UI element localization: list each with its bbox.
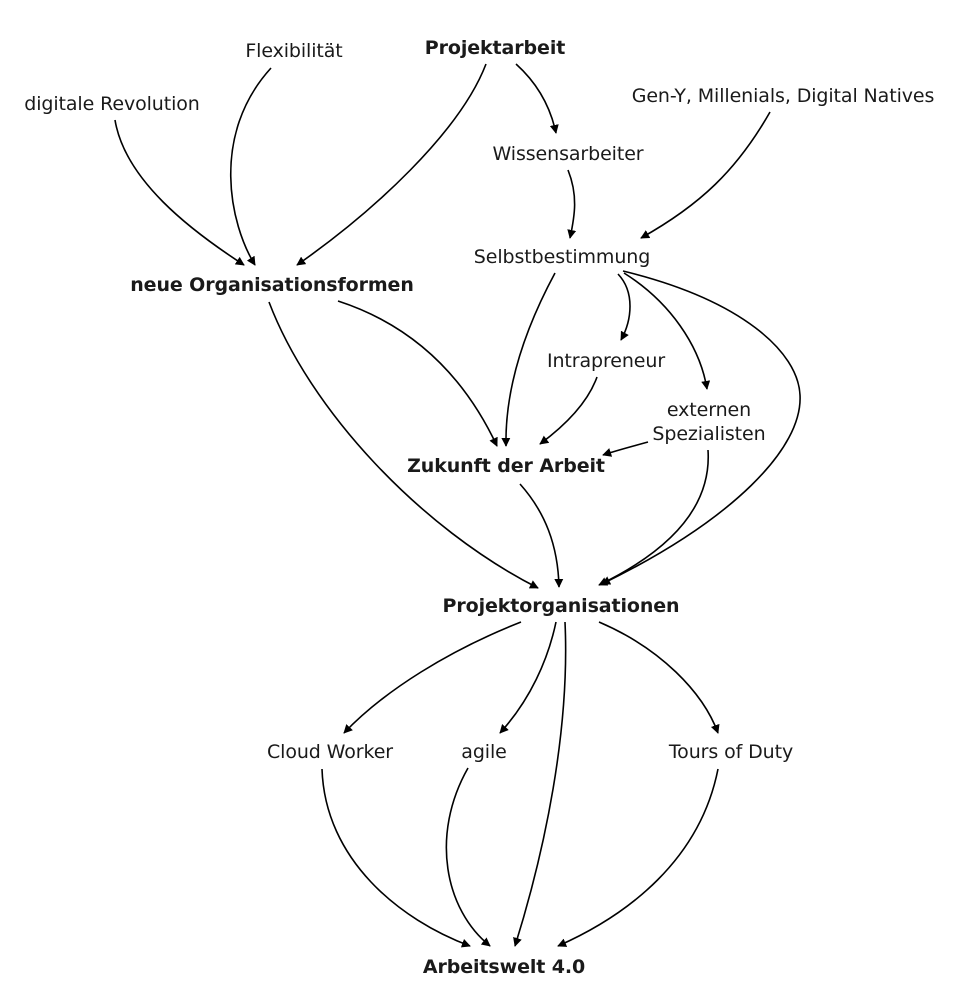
edge-externen-projektorganisationen (598, 449, 709, 586)
node-arbeitswelt: Arbeitswelt 4.0 (422, 956, 586, 978)
node-wissensarbeiter: Wissensarbeiter (492, 143, 644, 165)
edge-projektarbeit-wissensarbeiter (515, 63, 559, 134)
node-projektarbeit: Projektarbeit (424, 37, 566, 59)
node-agile: agile (461, 741, 507, 763)
edge-selbstbestimmung-zukunft (501, 272, 556, 447)
edge-projektorganisationen-tours-of-duty (598, 621, 720, 734)
node-externen-spezialisten-line2: Spezialisten (652, 423, 766, 445)
edge-intrapreneur-zukunft (539, 376, 598, 445)
edge-zukunft-projektorganisationen (519, 483, 564, 588)
node-tours-of-duty: Tours of Duty (668, 741, 794, 763)
edge-projektorganisationen-cloud-worker (343, 621, 522, 734)
node-projektorganisationen: Projektorganisationen (442, 595, 680, 617)
edge-selbstbestimmung-intrapreneur (617, 273, 631, 341)
edge-flexibilitaet-neue-organisationsformen (229, 67, 272, 266)
node-cloud-worker: Cloud Worker (266, 741, 394, 763)
edge-agile-arbeitswelt (445, 767, 491, 947)
edge-projektarbeit-neue-organisationsformen (296, 63, 487, 266)
edge-selbstbestimmung-projektorganisationen (601, 270, 801, 585)
node-gen-y: Gen-Y, Millenials, Digital Natives (631, 85, 935, 107)
node-flexibilitaet: Flexibilität (245, 40, 343, 62)
node-intrapreneur: Intrapreneur (546, 350, 666, 372)
edge-selbstbestimmung-externen (623, 272, 711, 390)
node-neue-organisationsformen: neue Organisationsformen (130, 274, 414, 296)
node-selbstbestimmung: Selbstbestimmung (473, 246, 651, 268)
edge-externen-zukunft (602, 441, 649, 457)
edge-projektorganisationen-agile (499, 621, 557, 734)
edge-wissensarbeiter-selbstbestimmung (567, 169, 577, 239)
edge-projektorganisationen-arbeitswelt (513, 621, 567, 947)
node-externen-spezialisten-line1: externen (666, 399, 752, 421)
edge-neue-organisationsformen-zukunft (337, 300, 498, 447)
edge-tours-of-duty-arbeitswelt (557, 768, 719, 947)
edge-cloud-worker-arbeitswelt (321, 768, 471, 948)
edge-gen-y-selbstbestimmung (640, 111, 771, 239)
node-externen-spezialisten: externen Spezialisten (652, 398, 765, 446)
node-zukunft-der-arbeit: Zukunft der Arbeit (407, 455, 605, 477)
node-digitale-revolution: digitale Revolution (24, 93, 200, 115)
edge-neue-organisationsformen-projektorganisationen (268, 301, 539, 589)
edge-digitale-revolution-neue-organisationsformen (114, 119, 245, 266)
